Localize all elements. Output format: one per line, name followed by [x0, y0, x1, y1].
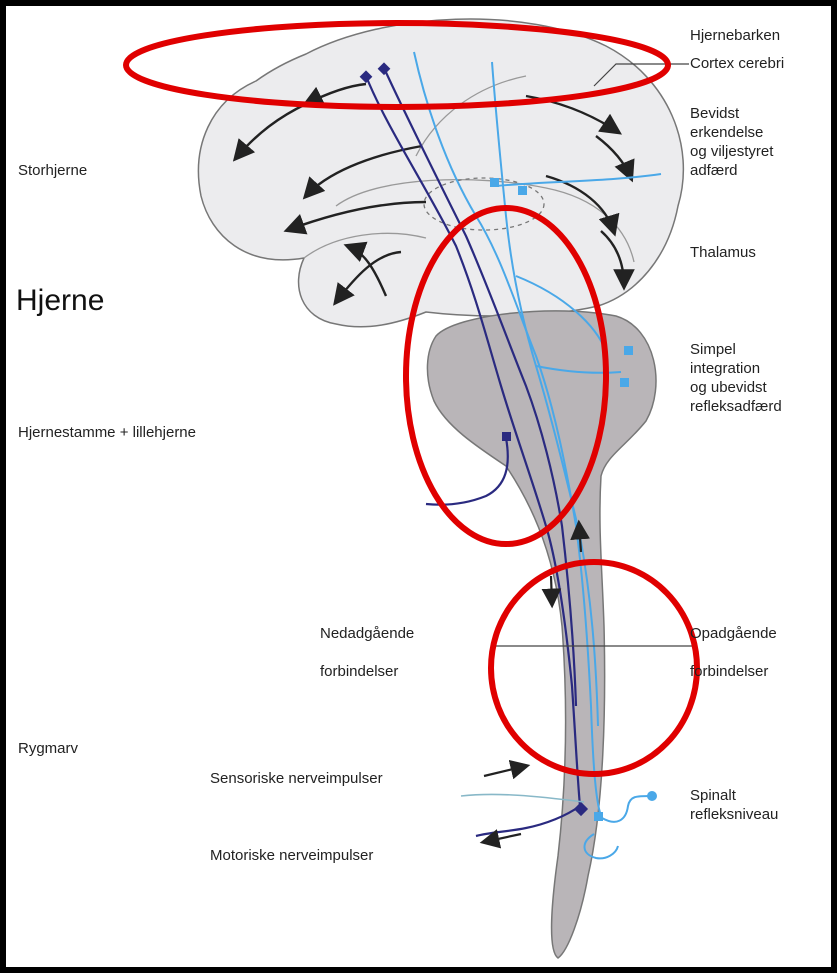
label-forbindelser-left: forbindelser [320, 662, 398, 681]
spinal-sensory-neuron [594, 812, 603, 821]
diagram-panel: Hjernebarken Cortex cerebri Bevidst erke… [6, 6, 831, 967]
label-hjernebarken: Hjernebarken [690, 26, 780, 45]
brainstem-neuron [620, 378, 629, 387]
label-storhjerne: Storhjerne [18, 161, 87, 180]
label-sensoriske: Sensoriske nerveimpulser [210, 769, 383, 788]
brainstem-spinal-cord-shape [427, 311, 656, 958]
label-forbindelser-right: forbindelser [690, 662, 768, 681]
label-nedadgaende: Nedadgående [320, 624, 414, 643]
brainstem-neuron [502, 432, 511, 441]
thalamus-neuron [518, 186, 527, 195]
brainstem-neuron [624, 346, 633, 355]
label-simpel: Simpel integration og ubevidst refleksad… [690, 340, 782, 416]
label-cortex-cerebri: Cortex cerebri [690, 54, 784, 73]
thalamus-neuron [490, 178, 499, 187]
label-spinalt: Spinalt refleksniveau [690, 786, 778, 824]
label-rygmarv: Rygmarv [18, 739, 78, 758]
label-hjerne: Hjerne [16, 284, 104, 318]
label-thalamus: Thalamus [690, 243, 756, 262]
label-motoriske: Motoriske nerveimpulser [210, 846, 373, 865]
label-hjernestamme: Hjernestamme + lillehjerne [18, 423, 196, 442]
cerebrum-shape [198, 19, 683, 327]
label-bevidst: Bevidst erkendelse og viljestyret adfærd [690, 104, 773, 180]
label-opadgaende: Opadgående [690, 624, 777, 643]
sensory-receptor [647, 791, 657, 801]
